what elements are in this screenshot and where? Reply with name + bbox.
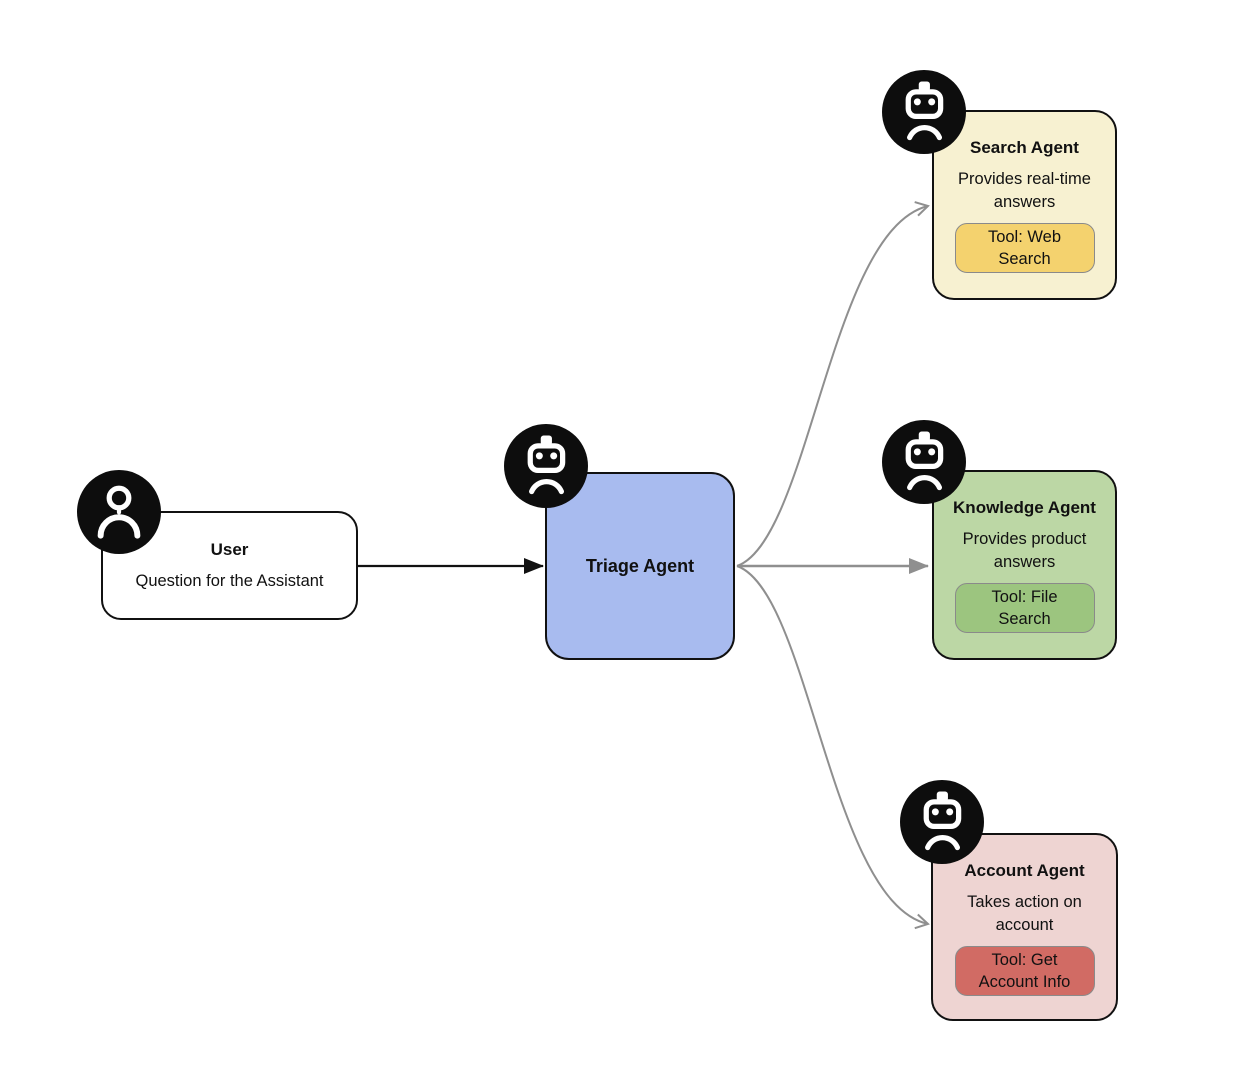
robot-icon xyxy=(504,424,588,508)
account-agent-tool-chip: Tool: Get Account Info xyxy=(954,946,1095,996)
person-icon xyxy=(77,470,161,554)
search-agent-description: Provides real-time answers xyxy=(958,170,1091,211)
robot-icon xyxy=(882,70,966,154)
knowledge-agent-tool-chip: Tool: File Search xyxy=(954,583,1095,633)
search-agent-node: Search Agent Provides real-time answers … xyxy=(932,110,1117,300)
knowledge-agent-node: Knowledge Agent Provides product answers… xyxy=(932,470,1117,660)
knowledge-agent-title: Knowledge Agent xyxy=(953,498,1096,517)
arrow-triage-to-search-agent xyxy=(736,201,930,567)
account-agent-description: Takes action on account xyxy=(967,893,1082,934)
triage-agent-title: Triage Agent xyxy=(585,555,695,576)
search-agent-tool-chip: Tool: Web Search xyxy=(954,223,1095,273)
robot-icon xyxy=(882,420,966,504)
user-node-subtitle: Question for the Assistant xyxy=(135,572,324,590)
search-agent-title: Search Agent xyxy=(970,138,1079,157)
account-agent-node: Account Agent Takes action on account To… xyxy=(931,833,1118,1021)
robot-icon xyxy=(900,780,984,864)
knowledge-agent-description: Provides product answers xyxy=(962,530,1087,571)
arrow-triage-to-account-agent xyxy=(736,565,930,930)
user-node-title: User xyxy=(210,540,249,559)
account-agent-title: Account Agent xyxy=(964,861,1085,880)
triage-agent-node: Triage Agent xyxy=(545,472,735,660)
